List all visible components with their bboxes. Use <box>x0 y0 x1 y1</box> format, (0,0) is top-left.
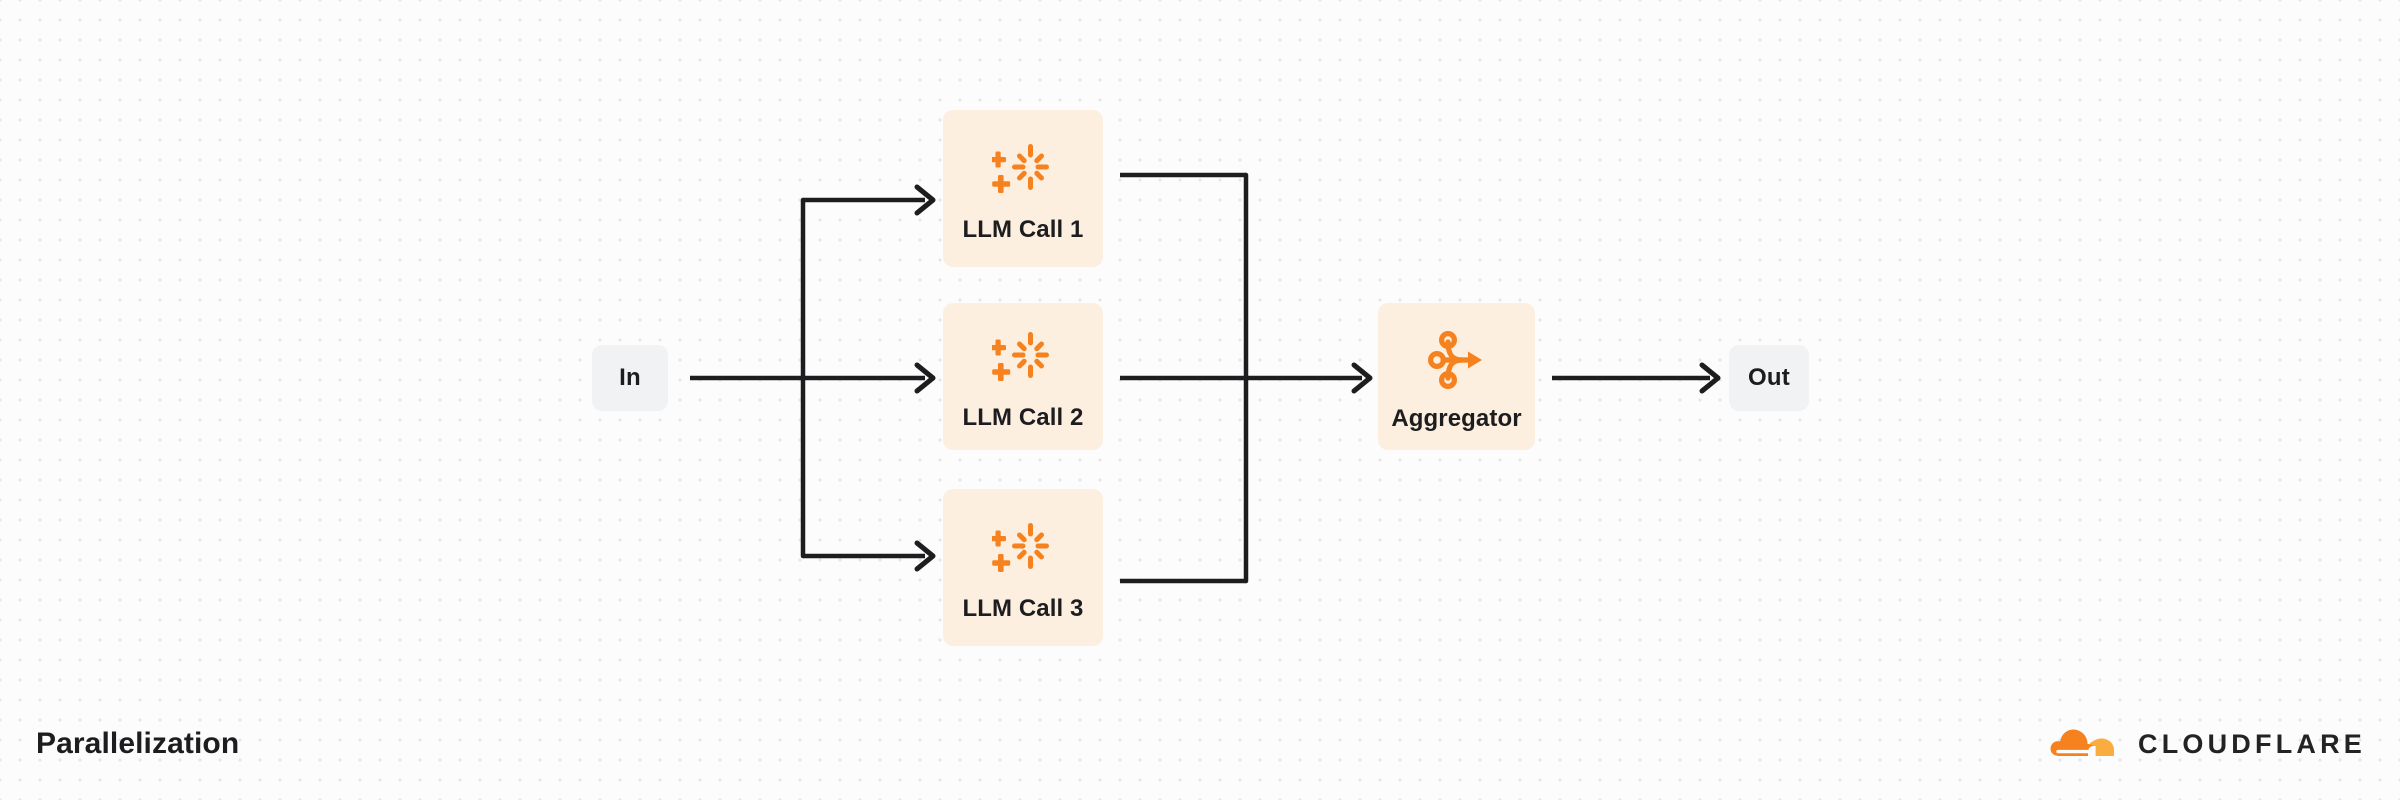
sparkle-icon <box>990 143 1054 200</box>
node-aggregator-label: Aggregator <box>1391 404 1522 432</box>
cloudflare-logo: CLOUDFLARE <box>2050 726 2366 762</box>
node-llm-call-3[interactable]: LLM Call 3 <box>943 489 1103 646</box>
sparkle-icon <box>990 522 1054 579</box>
cloudflare-wordmark: CLOUDFLARE <box>2138 728 2366 759</box>
node-aggregator[interactable]: Aggregator <box>1378 303 1535 450</box>
node-llm-call-2[interactable]: LLM Call 2 <box>943 303 1103 450</box>
node-output[interactable]: Out <box>1729 345 1809 411</box>
node-llm-call-1-label: LLM Call 1 <box>962 215 1084 243</box>
node-input-label: In <box>619 364 641 391</box>
cloudflare-cloud-icon <box>2050 726 2122 762</box>
node-output-label: Out <box>1748 364 1790 391</box>
node-llm-call-2-label: LLM Call 2 <box>962 403 1084 431</box>
merge-icon <box>1426 330 1488 389</box>
sparkle-icon <box>990 331 1054 388</box>
node-input[interactable]: In <box>592 345 668 411</box>
node-llm-call-3-label: LLM Call 3 <box>962 594 1084 622</box>
page-title: Parallelization <box>36 727 240 760</box>
node-llm-call-1[interactable]: LLM Call 1 <box>943 110 1103 267</box>
